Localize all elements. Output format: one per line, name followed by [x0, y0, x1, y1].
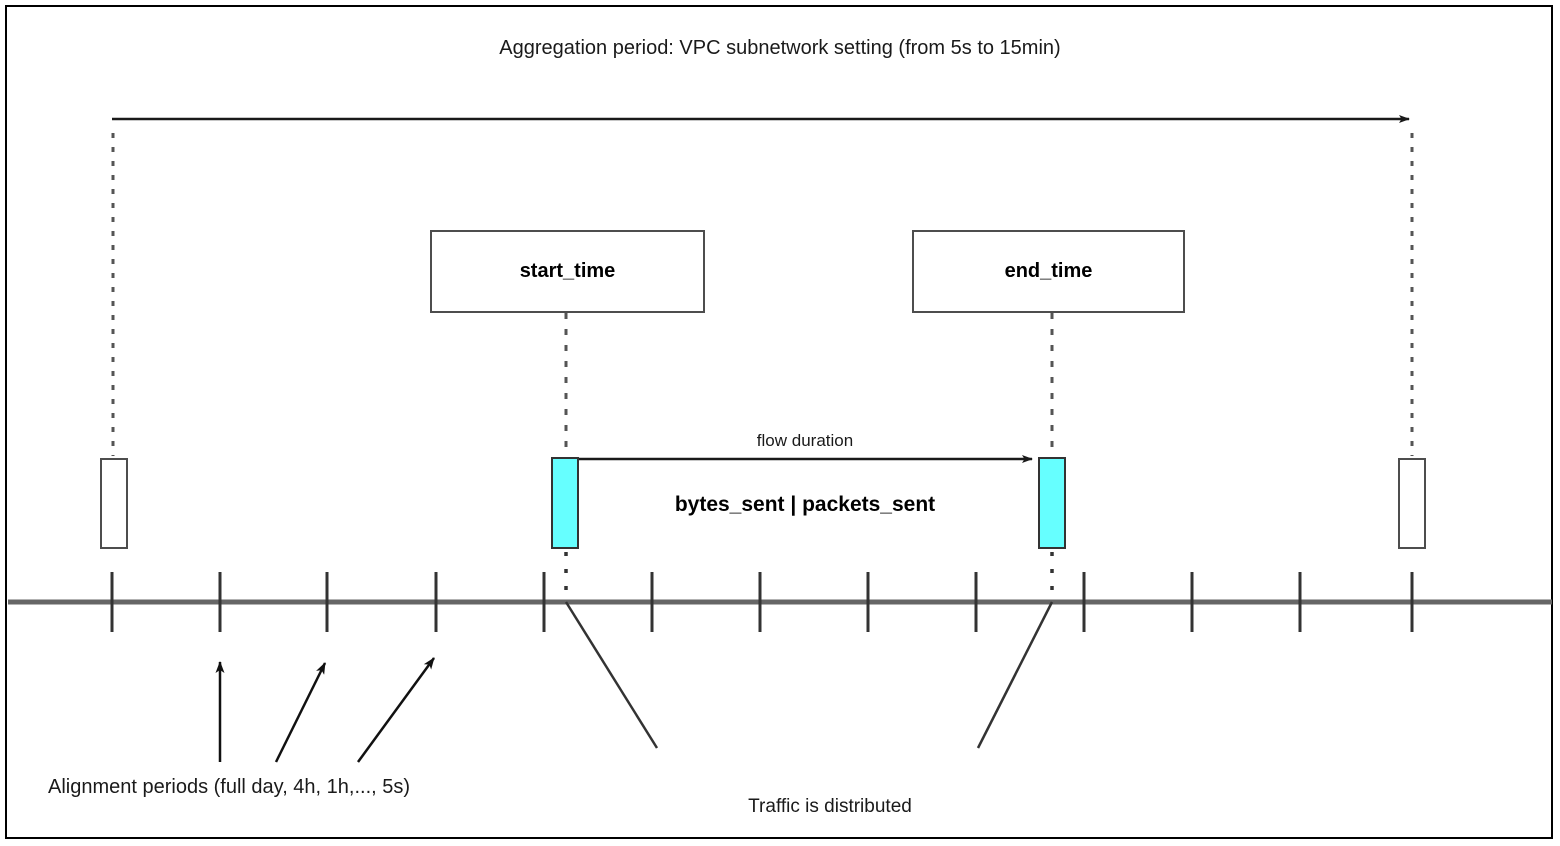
diagram-title: Aggregation period: VPC subnetwork setti…: [499, 37, 1061, 59]
traffic-note-leader-right: [976, 601, 1054, 749]
traffic-note-leader-left: [564, 601, 659, 749]
traffic-distribution-note: Traffic is distributed proportionally am…: [660, 747, 1000, 846]
aggregation-period-marker-right: [1398, 458, 1426, 549]
alignment-periods-caption: Alignment periods (full day, 4h, 1h,...,…: [48, 776, 411, 798]
start-time-label: start_time: [519, 260, 616, 282]
traffic-note-line-1: Traffic is distributed: [748, 795, 912, 817]
aggregation-period-marker-left: [100, 458, 128, 549]
start-time-box: start_time: [430, 230, 705, 313]
end-time-box: end_time: [912, 230, 1185, 313]
diagram-frame: [5, 5, 1553, 839]
alignment-pointer-3: [356, 657, 436, 763]
flow-start-marker: [551, 457, 579, 549]
flow-end-marker: [1038, 457, 1066, 549]
alignment-pointer-2: [274, 662, 327, 763]
bytes-packets-label: bytes_sent | packets_sent: [674, 493, 936, 516]
flow-duration-label: flow duration: [756, 431, 854, 450]
end-time-label: end_time: [1004, 260, 1093, 282]
timeline-ticks: [110, 572, 1414, 632]
